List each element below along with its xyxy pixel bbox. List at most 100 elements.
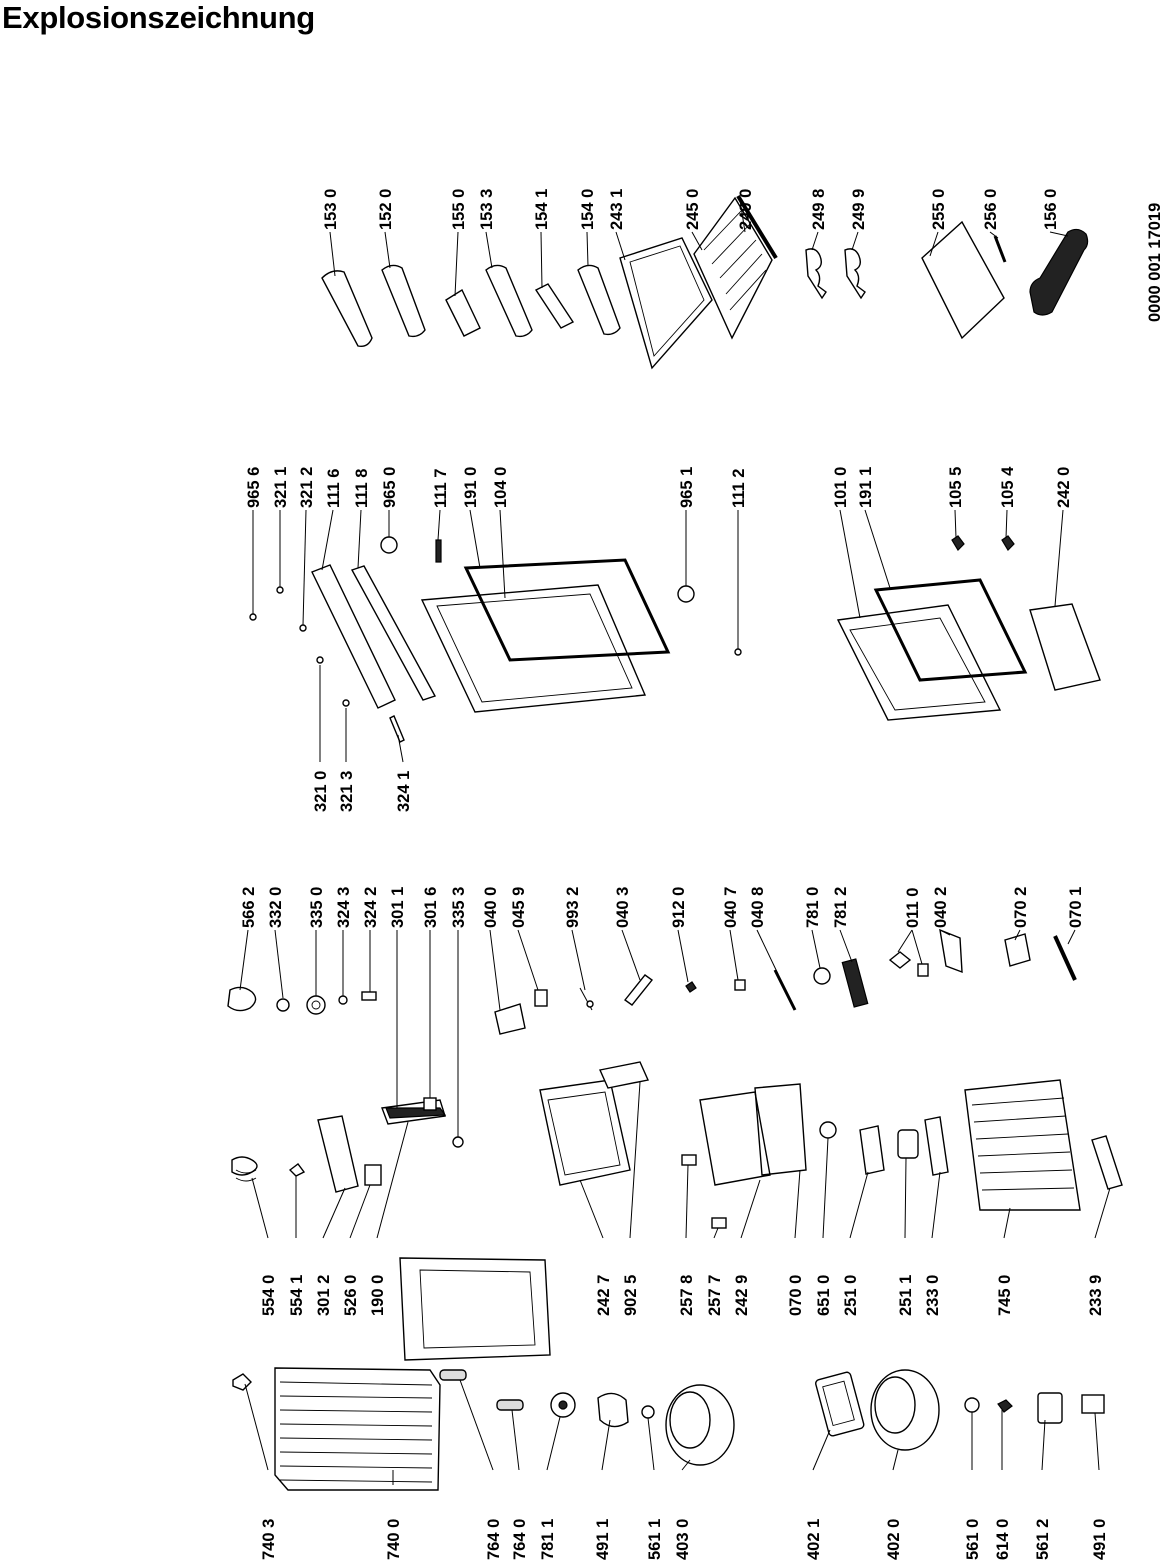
part-label: 111 6	[325, 469, 343, 508]
part-040-8-drawing	[773, 969, 797, 1011]
part-label: 040 8	[749, 887, 767, 928]
part-040-7-drawing	[734, 979, 746, 991]
part-label: 255 0	[930, 189, 948, 230]
part-111-8-strip-drawing	[350, 565, 437, 701]
part-321-3-drawing	[342, 699, 350, 707]
part-label: 190 0	[369, 1275, 387, 1316]
part-651-0-drawing	[819, 1121, 837, 1139]
part-155-0-drawing	[445, 288, 481, 337]
part-label: 249 8	[810, 189, 828, 230]
part-label: 321 2	[298, 467, 316, 508]
part-label: 105 4	[999, 466, 1017, 508]
part-label: 324 1	[395, 771, 413, 812]
part-label: 324 3	[335, 887, 353, 928]
part-154-0-drawing	[577, 264, 621, 336]
part-321-2-drawing	[299, 624, 307, 632]
part-label: 249 9	[850, 189, 868, 230]
part-561-2-drawing	[1037, 1392, 1063, 1424]
part-335-0-drawing	[306, 995, 326, 1015]
part-label: 191 1	[857, 467, 875, 508]
part-label: 335 0	[308, 887, 326, 928]
part-label: 111 7	[432, 469, 450, 508]
leader-lines	[239, 199, 1111, 1485]
part-301-6-drawing	[423, 1097, 437, 1111]
part-label: 242 0	[1055, 467, 1073, 508]
part-label: 233 9	[1087, 1275, 1105, 1316]
part-040-3-drawing	[623, 974, 654, 1006]
labels-column-3: 566 2 332 0 335 0 324 3 324 2 301 1 301 …	[240, 887, 1085, 928]
part-324-2-drawing	[361, 991, 377, 1001]
part-243-1-shelf-drawing	[619, 237, 713, 370]
part-label: 614 0	[994, 1519, 1012, 1560]
part-105-5-drawing	[951, 535, 965, 551]
part-332-0-drawing	[276, 998, 290, 1012]
part-label: 965 1	[678, 467, 696, 508]
part-526-0-drawing	[364, 1164, 382, 1186]
part-233-0-drawing	[924, 1116, 949, 1176]
part-label: 251 1	[897, 1275, 915, 1316]
part-554-0-drawing	[231, 1156, 258, 1182]
part-label: 249 0	[737, 189, 755, 230]
part-label: 566 2	[240, 887, 258, 928]
part-label: 554 0	[260, 1275, 278, 1316]
part-781-0-drawing	[813, 967, 831, 985]
part-070-1-drawing	[1053, 935, 1077, 981]
part-label: 242 7	[595, 1275, 613, 1316]
part-335-3-drawing	[452, 1136, 464, 1148]
part-label: 491 1	[594, 1519, 612, 1560]
part-156-0-egg-tray-drawing	[1029, 228, 1089, 316]
labels-column-5: 153 0 152 0 155 0 153 3 154 1 154 0 243 …	[322, 189, 1060, 230]
part-label: 251 0	[842, 1275, 860, 1316]
part-245-0-grid-drawing	[693, 196, 773, 340]
part-label: 040 7	[722, 887, 740, 928]
part-label: 651 0	[815, 1275, 833, 1316]
part-label: 403 0	[674, 1519, 692, 1560]
part-label: 045 9	[510, 887, 528, 928]
part-label: 321 3	[338, 771, 356, 812]
part-191-0-gasket-drawing	[463, 558, 671, 662]
part-label: 321 0	[312, 771, 330, 812]
part-label: 111 2	[730, 469, 748, 508]
part-249-9-drawing	[844, 248, 866, 300]
part-402-1-drawing	[815, 1371, 865, 1437]
part-040-2-drawing	[939, 928, 963, 974]
part-label: 301 6	[422, 887, 440, 928]
part-764-0b-drawing	[496, 1399, 524, 1411]
part-764-0-drawing	[439, 1369, 467, 1381]
part-153-3-drawing	[485, 264, 533, 338]
part-label: 781 0	[804, 887, 822, 928]
part-label: 912 0	[670, 887, 688, 928]
part-label: 526 0	[342, 1275, 360, 1316]
part-745-0-shelf-drawing	[964, 1079, 1081, 1211]
part-251-1-drawing	[897, 1129, 919, 1159]
part-324-3-drawing	[338, 995, 348, 1005]
part-label: 554 1	[288, 1275, 306, 1316]
part-191-1-gasket-drawing	[873, 578, 1028, 682]
part-249-8-drawing	[805, 248, 827, 300]
part-label: 242 9	[733, 1275, 751, 1316]
part-label: 257 8	[678, 1275, 696, 1316]
part-965-0-drawing	[380, 536, 398, 554]
part-label: 965 6	[245, 467, 263, 508]
part-label: 561 1	[646, 1519, 664, 1560]
labels-column-2: 554 0 554 1 301 2 526 0 190 0 242 7 902 …	[260, 1275, 1105, 1316]
part-label: 301 1	[389, 887, 407, 928]
part-frame-104-0-drawing	[420, 584, 647, 713]
part-label: 245 0	[684, 189, 702, 230]
part-491-1-drawing	[597, 1392, 629, 1428]
part-111-7-drawing	[435, 539, 442, 563]
part-label: 070 2	[1012, 887, 1030, 928]
part-154-1-drawing	[534, 283, 575, 329]
part-label: 152 0	[377, 189, 395, 230]
part-256-0-drawing	[993, 235, 1007, 263]
part-101-0-door-drawing	[836, 604, 1002, 721]
part-152-0-drawing	[381, 264, 426, 338]
labels-column-1: 740 3 740 0 764 0 764 0 781 1 491 1 561 …	[260, 1519, 1109, 1560]
part-561-1-drawing	[641, 1405, 655, 1419]
part-label: 111 8	[353, 469, 371, 508]
part-491-0-drawing	[1081, 1394, 1105, 1414]
labels-column-4a: 321 0 321 3 324 1	[312, 771, 413, 812]
part-label: 101 0	[832, 467, 850, 508]
part-label: 740 3	[260, 1519, 278, 1560]
part-321-0-drawing	[316, 656, 324, 664]
